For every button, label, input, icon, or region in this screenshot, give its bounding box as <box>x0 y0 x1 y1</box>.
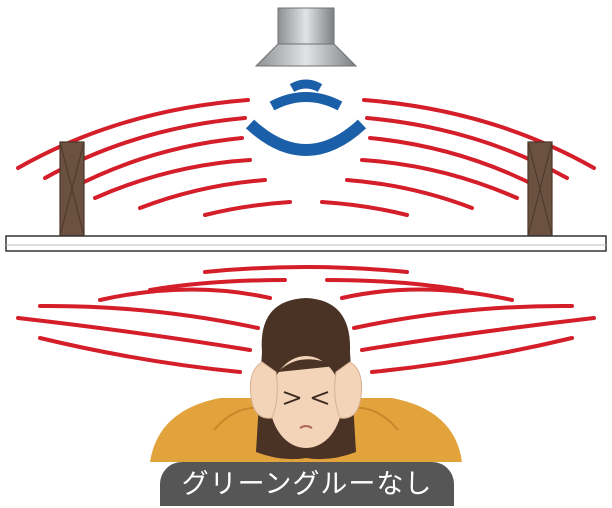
left-joist <box>59 141 85 237</box>
upper-wave-right-5 <box>345 178 474 210</box>
speaker-icon <box>254 7 358 67</box>
left-hand <box>249 361 278 419</box>
speaker-wave-1 <box>289 79 323 93</box>
lower-wave-left-4 <box>38 303 260 330</box>
right-joist <box>527 141 553 237</box>
lower-wave-left-3 <box>98 287 272 302</box>
lower-wave-right-3 <box>340 287 514 302</box>
upper-wave-right-3 <box>368 136 544 191</box>
speaker-wave-3 <box>245 119 367 156</box>
lower-wave-right-6 <box>370 336 574 374</box>
upper-wave-right-6 <box>320 200 409 217</box>
upper-red-waves <box>16 98 596 217</box>
face <box>270 356 342 448</box>
lower-wave-left-5 <box>16 316 252 352</box>
floor-board <box>5 235 607 252</box>
upper-wave-left-3 <box>68 136 244 191</box>
lower-wave-right-4 <box>352 303 574 330</box>
upper-wave-right-1 <box>362 98 596 170</box>
lower-red-waves <box>16 265 596 374</box>
lower-wave-right-2 <box>325 278 464 292</box>
lower-wave-left-2 <box>148 278 287 292</box>
speaker-sound-waves <box>245 79 367 156</box>
right-hand <box>334 361 363 419</box>
lower-wave-1 <box>203 265 409 274</box>
upper-wave-left-1 <box>16 98 250 170</box>
listener-covering-ears <box>150 298 462 462</box>
upper-wave-left-5 <box>138 178 267 210</box>
upper-wave-right-4 <box>360 158 519 200</box>
speaker-wave-2 <box>269 92 343 111</box>
caption-label: グリーングルーなし <box>160 462 454 506</box>
lower-wave-right-5 <box>360 316 596 352</box>
upper-wave-left-6 <box>203 200 292 217</box>
upper-wave-left-4 <box>93 158 252 200</box>
lower-wave-left-6 <box>38 336 242 374</box>
